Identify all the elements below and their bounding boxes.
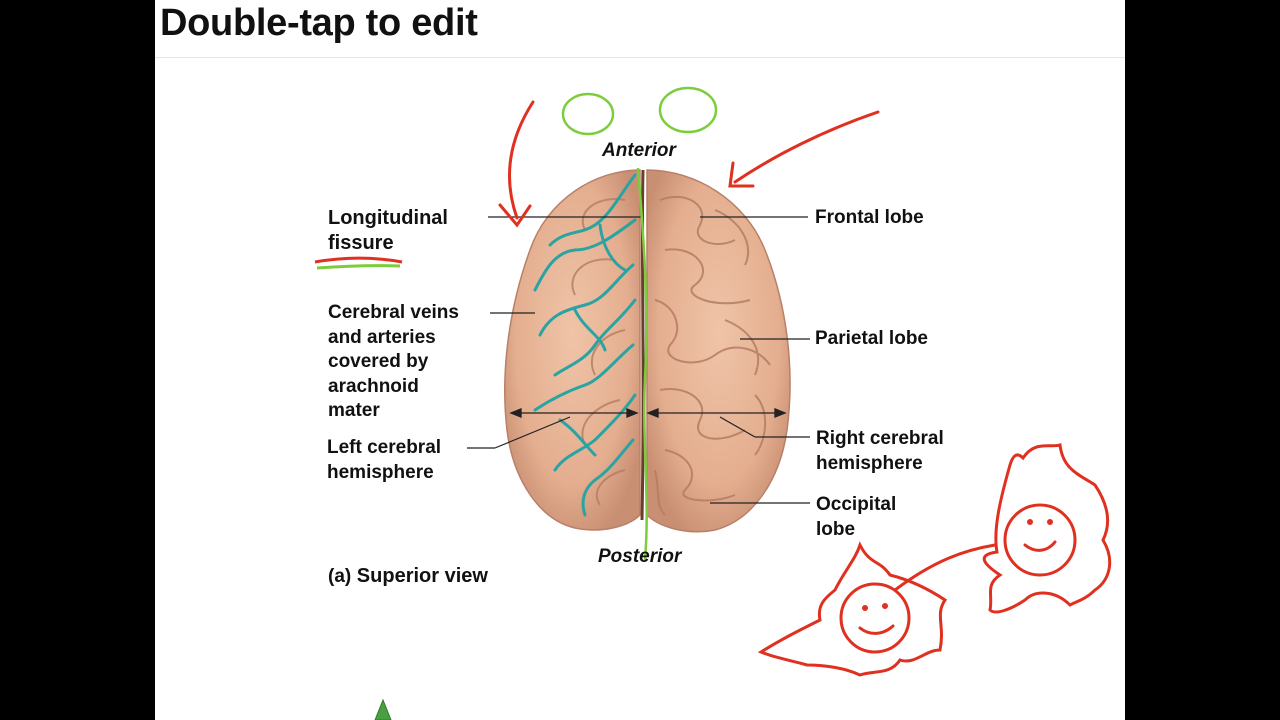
fissure-line bbox=[640, 169, 645, 521]
right-hemisphere-label: Right cerebral hemisphere bbox=[816, 428, 944, 474]
green-circle-right bbox=[658, 86, 718, 134]
frontal-lobe-label: Frontal lobe bbox=[815, 207, 924, 228]
parietal-lobe-label: Parietal lobe bbox=[815, 328, 928, 349]
right-hemisphere-shape bbox=[646, 169, 791, 533]
caption-letter: (a) bbox=[328, 566, 352, 587]
anterior-label: Anterior bbox=[602, 140, 676, 161]
occipital-lobe-label: Occipital lobe bbox=[816, 494, 897, 540]
figure-caption: (a) Superior view bbox=[328, 565, 488, 588]
vessel-lines bbox=[533, 173, 637, 517]
caption-text: Superior view bbox=[356, 565, 488, 587]
longitudinal-fissure-label: Longitudinal fissure bbox=[328, 207, 448, 254]
pointer-lines bbox=[467, 216, 810, 504]
green-midline-annotation bbox=[636, 167, 648, 561]
left-hemisphere-shape bbox=[504, 169, 641, 531]
pencil-tip-icon bbox=[374, 698, 392, 720]
page-title[interactable]: Double-tap to edit bbox=[160, 2, 478, 44]
red-doodle-sun-large bbox=[982, 443, 1112, 614]
brain-illustration bbox=[314, 86, 1112, 720]
posterior-label: Posterior bbox=[598, 546, 682, 567]
hemisphere-arrows bbox=[509, 408, 787, 418]
gyri-folds bbox=[654, 195, 771, 516]
slide-canvas: Double-tap to edit bbox=[155, 0, 1125, 720]
red-doodle-sun-small bbox=[757, 541, 997, 677]
red-arrow-left bbox=[498, 100, 535, 228]
left-hemisphere-label: Left cerebral hemisphere bbox=[327, 437, 442, 483]
red-arrow-right bbox=[728, 110, 880, 188]
green-circle-left bbox=[561, 92, 615, 136]
title-bar[interactable]: Double-tap to edit bbox=[155, 0, 1125, 58]
cerebral-veins-label: Cerebral veins and arteries covered by a… bbox=[328, 302, 459, 421]
